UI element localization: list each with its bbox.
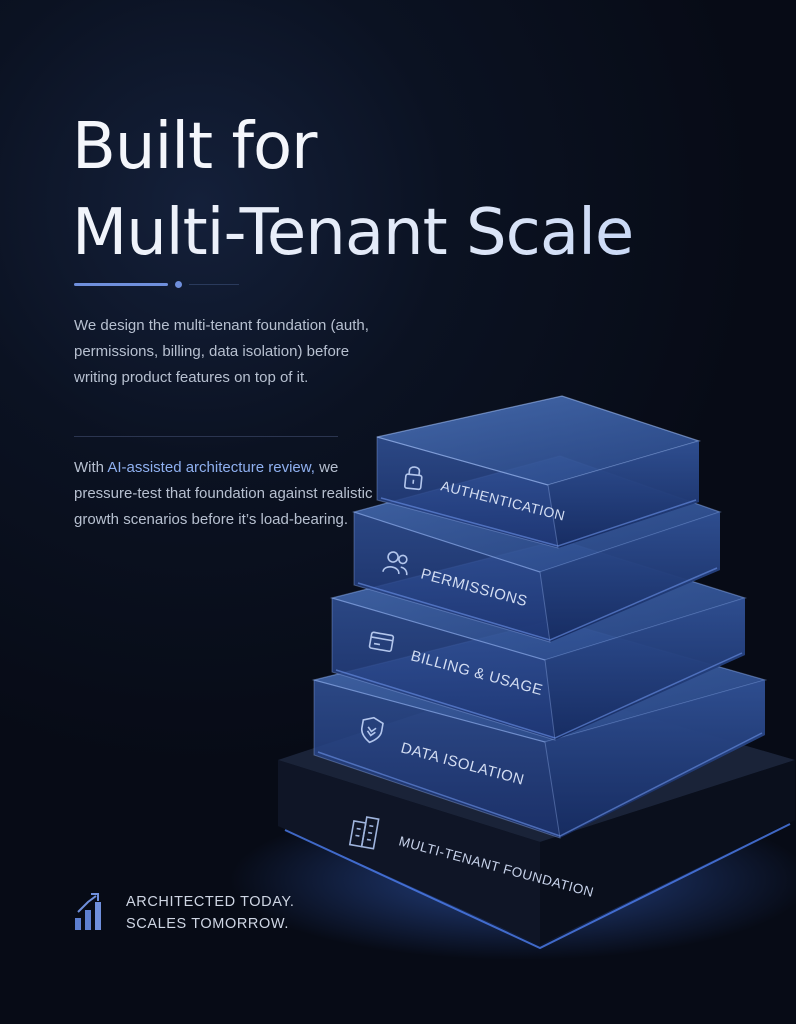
section-divider xyxy=(74,436,338,437)
headline-line-1: Built for xyxy=(72,110,317,184)
tagline: ARCHITECTED TODAY. SCALES TOMORROW. xyxy=(126,891,294,935)
users-icon xyxy=(382,551,408,576)
tagline-line-2: SCALES TOMORROW. xyxy=(126,916,289,932)
review-paragraph: With AI-assisted architecture review, we… xyxy=(74,455,374,533)
review-suffix: we pressure-test that foundation against… xyxy=(74,459,373,528)
accent-rule xyxy=(74,283,168,286)
accent-rule-dot xyxy=(175,281,182,288)
review-highlight: AI-assisted architecture review, xyxy=(107,459,315,476)
credit-card-icon xyxy=(368,631,395,653)
accent-rule-tail xyxy=(189,284,239,285)
shield-icon xyxy=(360,716,384,744)
lock-icon xyxy=(403,466,423,491)
growth-chart-icon xyxy=(75,893,101,930)
intro-paragraph: We design the multi-tenant foundation (a… xyxy=(74,317,369,386)
layer-authentication: AUTHENTICATION xyxy=(376,395,702,549)
review-prefix: With xyxy=(74,459,108,476)
headline: Built for Multi-Tenant Scale xyxy=(72,104,772,276)
tagline-line-1: ARCHITECTED TODAY. xyxy=(126,894,295,910)
building-icon xyxy=(348,816,380,850)
headline-line-2: Multi-Tenant Scale xyxy=(72,190,772,276)
